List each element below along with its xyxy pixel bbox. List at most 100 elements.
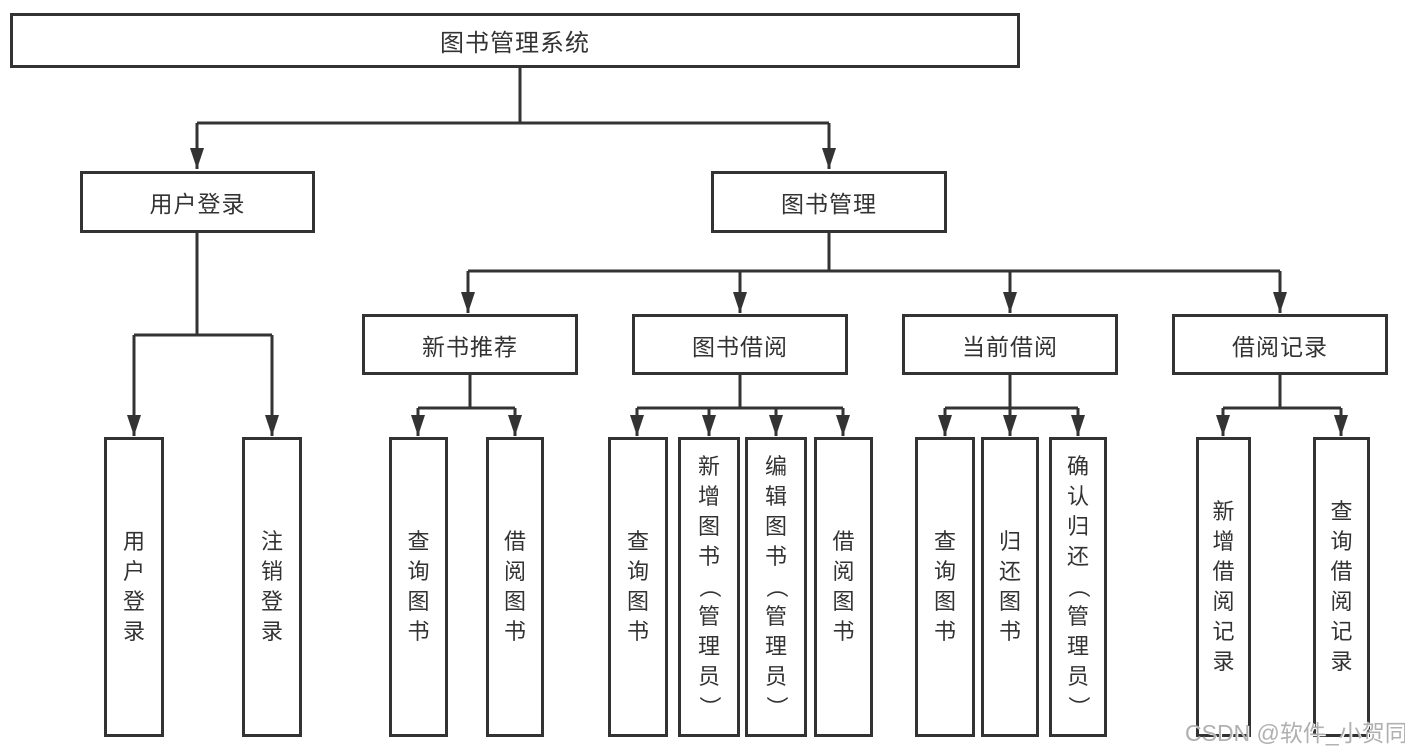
vertical-char: 书 [764, 544, 787, 569]
vertical-char: 书 [697, 544, 720, 569]
vertical-char: 图 [626, 589, 649, 614]
vertical-char: 阅 [503, 559, 526, 584]
node-label: 图书借阅 [692, 333, 788, 360]
node-label: 新书推荐 [422, 333, 518, 360]
vertical-char: 图 [933, 589, 956, 614]
vertical-char: 户 [122, 559, 145, 584]
vertical-char: 查 [626, 529, 649, 554]
vertical-char: （ [696, 575, 722, 599]
vertical-char: 新 [697, 454, 720, 479]
vertical-char: 借 [1330, 559, 1353, 584]
vertical-char: 借 [503, 529, 526, 554]
vertical-char: 阅 [832, 559, 855, 584]
vertical-char: 阅 [1330, 589, 1353, 614]
vertical-char: 查 [1330, 499, 1353, 524]
vertical-char: ） [1065, 695, 1091, 719]
vertical-char: 管 [697, 604, 720, 629]
node-borrow-records: 借阅记录 [1172, 314, 1388, 375]
vertical-char: 图 [764, 514, 787, 539]
vertical-char: 归 [998, 529, 1021, 554]
leaf-borrow-borrow-books: 借阅图书 [814, 437, 873, 737]
vertical-char: 书 [407, 619, 430, 644]
leaf-records-add-borrow-record: 新增借阅记录 [1196, 437, 1251, 737]
leaf-records-query-borrow-record: 查询借阅记录 [1313, 437, 1370, 737]
vertical-char: 录 [122, 619, 145, 644]
vertical-char: 编 [764, 454, 787, 479]
vertical-char: 管 [764, 604, 787, 629]
vertical-char: 用 [122, 529, 145, 554]
vertical-char: 询 [1330, 529, 1353, 554]
vertical-char: 认 [1066, 484, 1089, 509]
vertical-char: 还 [1066, 544, 1089, 569]
node-library-management-system: 图书管理系统 [10, 13, 1020, 68]
leaf-current-confirm-return-admin: 确认归还 （ 管理员 ） [1049, 437, 1107, 737]
vertical-char: 图 [503, 589, 526, 614]
vertical-char: 图 [998, 589, 1021, 614]
node-label: 当前借阅 [962, 333, 1058, 360]
vertical-char: （ [763, 575, 789, 599]
leaf-recommend-borrow-books: 借阅图书 [486, 437, 544, 737]
vertical-char: 新 [1212, 499, 1235, 524]
vertical-char: 员 [764, 664, 787, 689]
vertical-char: 借 [1212, 559, 1235, 584]
vertical-char: 查 [933, 529, 956, 554]
leaf-user-login: 用户登录 [104, 437, 164, 737]
leaf-logout: 注销登录 [242, 437, 302, 737]
leaf-recommend-query-books: 查询图书 [389, 437, 448, 737]
vertical-char: 录 [1212, 649, 1235, 674]
csdn-watermark: CSDN @软件_小贺同学 [1185, 720, 1405, 746]
node-current-borrow: 当前借阅 [902, 314, 1118, 375]
vertical-char: 登 [260, 589, 283, 614]
vertical-char: 辑 [764, 484, 787, 509]
vertical-char: ） [696, 695, 722, 719]
vertical-char: 借 [832, 529, 855, 554]
vertical-char: 还 [998, 559, 1021, 584]
vertical-char: 书 [998, 619, 1021, 644]
vertical-char: 理 [697, 634, 720, 659]
node-label: 借阅记录 [1232, 333, 1328, 360]
vertical-char: 记 [1330, 619, 1353, 644]
vertical-char: 录 [1330, 649, 1353, 674]
leaf-borrow-edit-books-admin: 编辑图书 （ 管理员 ） [745, 437, 807, 737]
vertical-char: 销 [260, 559, 283, 584]
leaf-borrow-add-books-admin: 新增图书 （ 管理员 ） [678, 437, 740, 737]
vertical-char: 员 [697, 664, 720, 689]
vertical-char: 查 [407, 529, 430, 554]
vertical-char: 图 [697, 514, 720, 539]
vertical-char: 增 [697, 484, 720, 509]
vertical-char: 书 [503, 619, 526, 644]
vertical-char: ） [763, 695, 789, 719]
vertical-char: 书 [933, 619, 956, 644]
vertical-char: 理 [1066, 634, 1089, 659]
vertical-char: 记 [1212, 619, 1235, 644]
vertical-char: 注 [260, 529, 283, 554]
node-new-book-recommend: 新书推荐 [362, 314, 578, 375]
vertical-char: 书 [626, 619, 649, 644]
node-book-borrow: 图书借阅 [632, 314, 848, 375]
vertical-char: 图 [407, 589, 430, 614]
vertical-char: （ [1065, 575, 1091, 599]
leaf-current-return-books: 归还图书 [981, 437, 1039, 737]
vertical-char: 阅 [1212, 589, 1235, 614]
vertical-char: 书 [832, 619, 855, 644]
vertical-char: 登 [122, 589, 145, 614]
node-label: 用户登录 [149, 191, 246, 217]
node-label: 图书管理 [781, 191, 877, 217]
vertical-char: 归 [1066, 514, 1089, 539]
vertical-char: 询 [626, 559, 649, 584]
node-label: 图书管理系统 [440, 30, 590, 57]
vertical-char: 管 [1066, 604, 1089, 629]
leaf-current-query-books: 查询图书 [915, 437, 975, 737]
vertical-char: 员 [1066, 664, 1089, 689]
vertical-char: 增 [1212, 529, 1235, 554]
vertical-char: 理 [764, 634, 787, 659]
node-user-login: 用户登录 [80, 171, 315, 233]
vertical-char: 图 [832, 589, 855, 614]
leaf-borrow-query-books: 查询图书 [608, 437, 668, 737]
vertical-char: 确 [1066, 454, 1089, 479]
node-book-management: 图书管理 [711, 171, 947, 233]
vertical-char: 询 [933, 559, 956, 584]
vertical-char: 录 [260, 619, 283, 644]
